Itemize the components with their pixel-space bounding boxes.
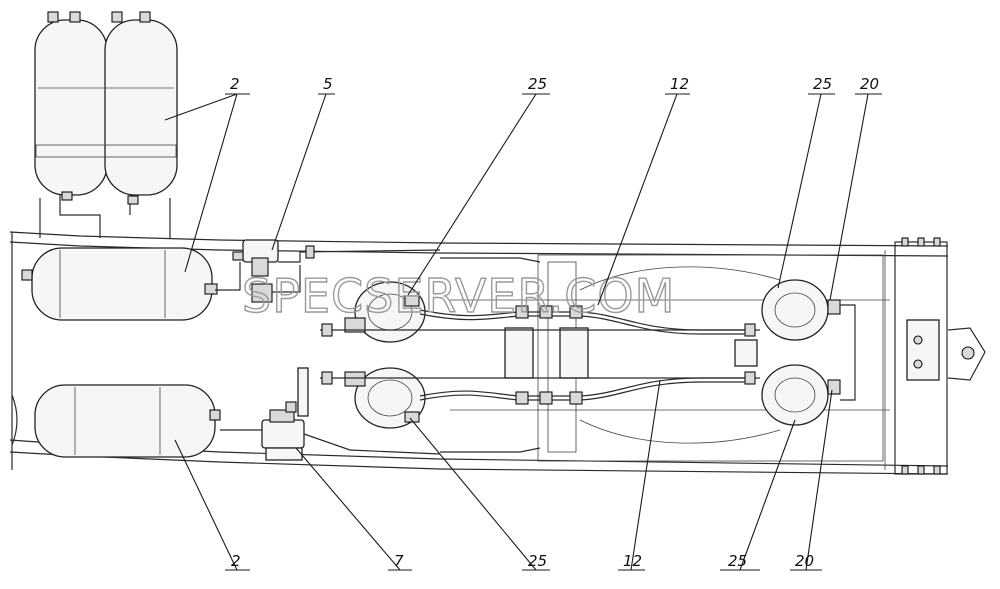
callout-12-top: 12: [670, 75, 689, 93]
brake-chamber-top-left: [344, 281, 426, 343]
watermark-text: SPECSERVER.COM: [242, 269, 675, 323]
callout-12-bottom: 12: [623, 552, 642, 570]
brake-chamber-bottom-right: [761, 364, 841, 426]
brake-chamber-bottom-left: [344, 367, 426, 429]
callout-20-top: 20: [860, 75, 879, 93]
callout-5: 5: [323, 75, 333, 93]
callout-25-top-right: 25: [813, 75, 832, 93]
air-tank-lower: [11, 384, 221, 458]
valve-5: [215, 239, 441, 303]
callout-7: 7: [394, 552, 404, 570]
air-tank-upper: [21, 247, 218, 321]
callout-25-top-left: 25: [528, 75, 547, 93]
air-pipe-rear: [440, 257, 856, 453]
callout-25-bottom-left: 25: [528, 552, 547, 570]
air-pipe-upper: [419, 305, 745, 335]
callout-25-bottom-right: 25: [728, 552, 747, 570]
brake-chamber-top-right: [761, 279, 841, 341]
callout-2-upper: 2: [230, 75, 240, 93]
leader-lines: [164, 93, 882, 571]
air-tank-double-upper: [34, 11, 178, 238]
air-pipe-lower: [419, 377, 745, 405]
callout-2-lower: 2: [231, 552, 241, 570]
valve-7: [220, 367, 441, 461]
callout-20-bottom: 20: [795, 552, 814, 570]
